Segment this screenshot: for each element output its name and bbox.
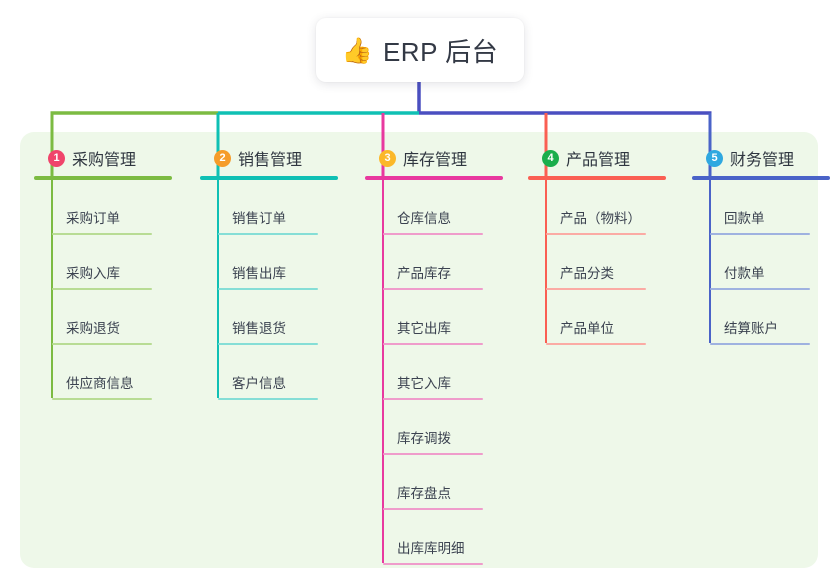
branch-header-4[interactable]: 4 产品管理 bbox=[528, 146, 688, 170]
branch-number-badge: 5 bbox=[706, 149, 723, 167]
branch-item-rule bbox=[218, 288, 318, 290]
branch-header-1[interactable]: 1 采购管理 bbox=[34, 146, 194, 170]
branch-item[interactable]: 其它出库 bbox=[383, 290, 525, 345]
branch-item-label: 出库库明细 bbox=[397, 541, 465, 556]
branch-item-label: 仓库信息 bbox=[397, 211, 451, 226]
branch-column-1: 1 采购管理采购订单采购入库采购退货供应商信息 bbox=[34, 146, 194, 400]
branch-item-rule bbox=[546, 343, 646, 345]
branch-item[interactable]: 仓库信息 bbox=[383, 180, 525, 235]
branch-item-label: 产品库存 bbox=[397, 266, 451, 281]
branch-item[interactable]: 产品分类 bbox=[546, 235, 688, 290]
branch-item[interactable]: 库存盘点 bbox=[383, 455, 525, 510]
branch-item-list: 产品（物料） 产品分类产品单位 bbox=[528, 180, 688, 345]
branch-item-rule bbox=[52, 343, 152, 345]
branch-column-3: 3 库存管理仓库信息产品库存其它出库其它入库库存调拨库存盘点出库库明细 bbox=[365, 146, 525, 565]
branch-item-rule bbox=[52, 398, 152, 400]
branch-item[interactable]: 产品库存 bbox=[383, 235, 525, 290]
branch-item-label: 客户信息 bbox=[232, 376, 286, 391]
branch-item-label: 采购订单 bbox=[66, 211, 120, 226]
branch-header-label: 产品管理 bbox=[566, 152, 631, 169]
branch-header-label: 财务管理 bbox=[730, 152, 795, 169]
branch-header-3[interactable]: 3 库存管理 bbox=[365, 146, 525, 170]
branch-item-label: 产品单位 bbox=[560, 321, 614, 336]
branch-header-rule bbox=[365, 176, 503, 180]
branch-header-rule bbox=[528, 176, 666, 180]
branch-item-label: 产品（物料） bbox=[560, 211, 641, 226]
branch-item-label: 付款单 bbox=[724, 266, 765, 281]
branch-item-label: 采购退货 bbox=[66, 321, 120, 336]
branch-header-5[interactable]: 5 财务管理 bbox=[692, 146, 839, 170]
root-node[interactable]: 👍 ERP 后台 bbox=[316, 18, 524, 82]
branch-item-list: 回款单付款单结算账户 bbox=[692, 180, 839, 345]
branch-item[interactable]: 客户信息 bbox=[218, 345, 360, 400]
branch-item-label: 销售订单 bbox=[232, 211, 286, 226]
branch-item[interactable]: 采购订单 bbox=[52, 180, 194, 235]
branch-item-rule bbox=[52, 288, 152, 290]
branch-number-badge: 2 bbox=[214, 149, 231, 167]
branch-item[interactable]: 销售退货 bbox=[218, 290, 360, 345]
branch-number-badge: 4 bbox=[542, 149, 559, 167]
branch-item[interactable]: 采购入库 bbox=[52, 235, 194, 290]
branch-header-2[interactable]: 2 销售管理 bbox=[200, 146, 360, 170]
branch-item-label: 其它出库 bbox=[397, 321, 451, 336]
branch-item-rule bbox=[52, 233, 152, 235]
branch-header-label: 销售管理 bbox=[238, 152, 303, 169]
branch-item-label: 库存调拨 bbox=[397, 431, 451, 446]
branch-item-rule bbox=[710, 288, 810, 290]
branch-item-label: 销售出库 bbox=[232, 266, 286, 281]
thumbs-up-icon: 👍 bbox=[341, 35, 373, 65]
branch-column-4: 4 产品管理产品（物料） 产品分类产品单位 bbox=[528, 146, 688, 345]
branch-column-2: 2 销售管理销售订单销售出库销售退货客户信息 bbox=[200, 146, 360, 400]
root-title: ERP 后台 bbox=[382, 36, 499, 67]
branch-item[interactable]: 采购退货 bbox=[52, 290, 194, 345]
branch-item[interactable]: 付款单 bbox=[710, 235, 839, 290]
branch-item[interactable]: 库存调拨 bbox=[383, 400, 525, 455]
branch-item-rule bbox=[218, 233, 318, 235]
branch-item-label: 产品分类 bbox=[560, 266, 614, 281]
branch-item-list: 仓库信息产品库存其它出库其它入库库存调拨库存盘点出库库明细 bbox=[365, 180, 525, 565]
branch-item[interactable]: 销售出库 bbox=[218, 235, 360, 290]
branch-header-rule bbox=[692, 176, 830, 180]
branch-item-label: 销售退货 bbox=[232, 321, 286, 336]
branch-item-rule bbox=[383, 508, 483, 510]
branch-item[interactable]: 产品单位 bbox=[546, 290, 688, 345]
branch-item-rule bbox=[546, 288, 646, 290]
branch-item-list: 销售订单销售出库销售退货客户信息 bbox=[200, 180, 360, 400]
branch-header-label: 库存管理 bbox=[403, 152, 468, 169]
branch-item-label: 回款单 bbox=[724, 211, 765, 226]
branch-item[interactable]: 销售订单 bbox=[218, 180, 360, 235]
branch-item[interactable]: 结算账户 bbox=[710, 290, 839, 345]
branch-item-label: 其它入库 bbox=[397, 376, 451, 391]
branch-item-rule bbox=[383, 343, 483, 345]
branch-item-rule bbox=[218, 398, 318, 400]
branch-item-rule bbox=[383, 288, 483, 290]
branch-header-rule bbox=[34, 176, 172, 180]
branch-item[interactable]: 回款单 bbox=[710, 180, 839, 235]
branch-item-rule bbox=[383, 563, 483, 565]
branch-item-rule bbox=[383, 398, 483, 400]
branch-item-rule bbox=[383, 233, 483, 235]
branch-item-rule bbox=[710, 343, 810, 345]
branch-number-badge: 1 bbox=[48, 149, 65, 167]
diagram-panel bbox=[20, 132, 818, 568]
branch-item-rule bbox=[218, 343, 318, 345]
branch-item-rule bbox=[383, 453, 483, 455]
branch-item[interactable]: 产品（物料） bbox=[546, 180, 688, 235]
branch-item-label: 结算账户 bbox=[724, 321, 778, 336]
branch-item[interactable]: 其它入库 bbox=[383, 345, 525, 400]
branch-item-label: 采购入库 bbox=[66, 266, 120, 281]
branch-item[interactable]: 供应商信息 bbox=[52, 345, 194, 400]
branch-column-5: 5 财务管理回款单付款单结算账户 bbox=[692, 146, 839, 345]
branch-header-rule bbox=[200, 176, 338, 180]
branch-item-label: 供应商信息 bbox=[66, 376, 134, 391]
branch-number-badge: 3 bbox=[379, 149, 396, 167]
branch-header-label: 采购管理 bbox=[72, 152, 137, 169]
branch-item-rule bbox=[546, 233, 646, 235]
branch-item-rule bbox=[710, 233, 810, 235]
branch-item-label: 库存盘点 bbox=[397, 486, 451, 501]
branch-item[interactable]: 出库库明细 bbox=[383, 510, 525, 565]
branch-item-list: 采购订单采购入库采购退货供应商信息 bbox=[34, 180, 194, 400]
